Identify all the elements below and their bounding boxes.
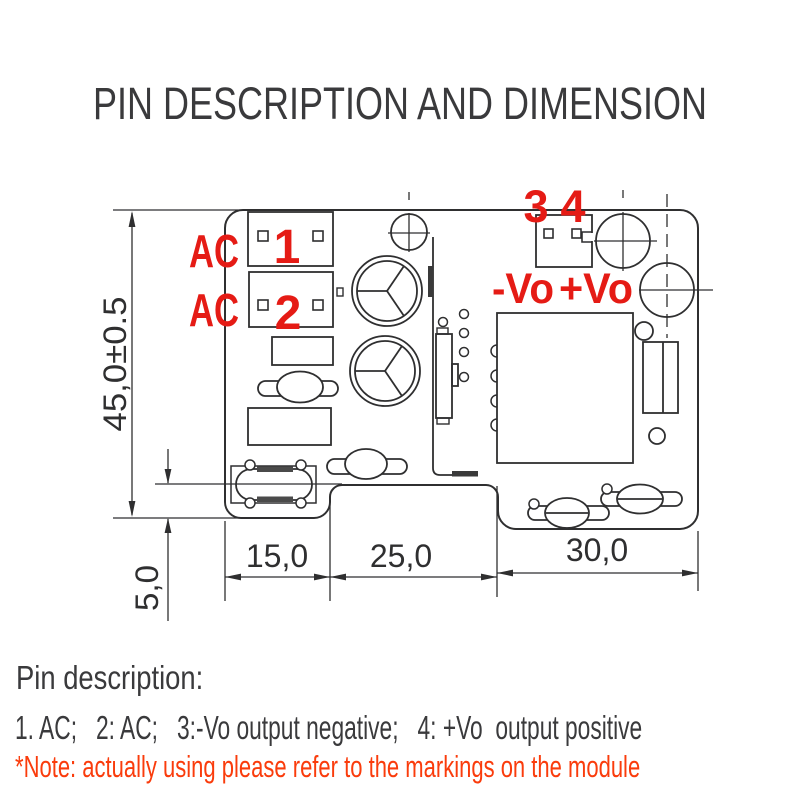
regulator-ic <box>435 327 459 425</box>
dim-15-25 <box>225 573 497 581</box>
solder-pads <box>437 308 470 383</box>
dim-30 <box>497 569 698 577</box>
dim-45 <box>128 211 136 517</box>
diode-bottom-right-1 <box>527 497 610 529</box>
resistor-block-2 <box>247 407 332 446</box>
diode-left <box>257 370 339 404</box>
dim-label-25: 25,0 <box>370 538 432 574</box>
dim-5 <box>164 449 172 621</box>
dim-label-height: 45,0±0.5 <box>97 297 133 432</box>
dim-label-15: 15,0 <box>246 538 308 574</box>
label-vo-neg: -Vo <box>492 265 554 313</box>
capacitor-1 <box>351 255 423 327</box>
label-pin1: 1 <box>274 221 301 274</box>
solder-pad-square <box>336 287 344 297</box>
fuse <box>642 341 679 414</box>
transformer <box>490 312 634 464</box>
dim-label-30: 30,0 <box>566 532 628 568</box>
diode-bottom-right-2 <box>600 483 683 515</box>
label-ac2: AC <box>189 284 239 336</box>
output-connector <box>535 214 594 268</box>
mount-hole-right-2 <box>639 194 713 338</box>
ac-terminal-1 <box>247 211 334 267</box>
board-outline <box>224 209 699 530</box>
pin-description-note: *Note: actually using please refer to th… <box>15 749 641 784</box>
dim-label-notch: 5,0 <box>129 565 165 611</box>
label-pin3: 3 <box>523 181 548 232</box>
ac-terminal-2 <box>248 271 344 328</box>
diode-bottom-middle <box>326 448 408 480</box>
label-vo-pos: +Vo <box>559 265 633 313</box>
dimension-lines <box>113 209 699 621</box>
pin-description-heading: Pin description: <box>16 659 204 696</box>
board-components <box>230 190 713 529</box>
capacitor-2 <box>349 335 421 407</box>
label-pin2: 2 <box>275 287 302 340</box>
resistor-block-1 <box>271 336 334 366</box>
via-hole-2 <box>648 427 666 445</box>
label-ac1: AC <box>189 225 239 277</box>
mount-hole-top <box>388 192 430 252</box>
heatsink <box>428 237 478 477</box>
via-hole-1 <box>634 321 654 341</box>
mount-hole-right-1 <box>594 190 657 271</box>
dimension-labels: 45,0±0.5 5,0 15,0 25,0 30,0 <box>97 297 628 612</box>
page-title: PIN DESCRIPTION AND DIMENSION <box>92 78 708 129</box>
label-pin4: 4 <box>560 181 585 232</box>
pin-description-list: 1. AC; 2: AC; 3:-Vo output negative; 4: … <box>15 709 643 746</box>
red-pin-labels: AC AC 1 2 3 4 -Vo +Vo <box>189 181 633 340</box>
